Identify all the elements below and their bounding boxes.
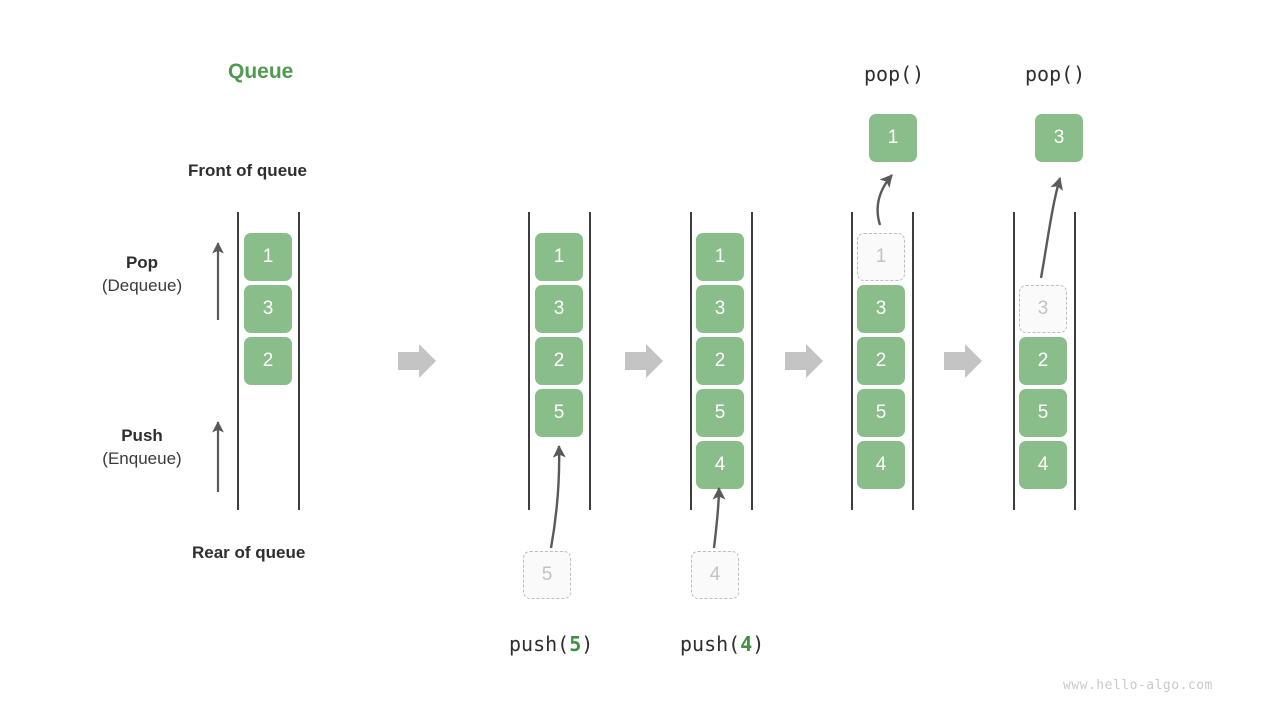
caption-pop-2: pop() xyxy=(1025,62,1086,86)
rail-left-stage-2 xyxy=(528,212,530,510)
queue-element: 3 xyxy=(696,285,744,333)
incoming-element-ghost: 5 xyxy=(523,551,571,599)
watermark: www.hello-algo.com xyxy=(1063,678,1213,693)
push-legend: Push (Enqueue) xyxy=(57,425,227,471)
rail-left-stage-1 xyxy=(237,212,239,510)
removed-element-ghost: 1 xyxy=(857,233,905,281)
queue-element: 5 xyxy=(1019,389,1067,437)
queue-element: 3 xyxy=(857,285,905,333)
rear-of-queue-label: Rear of queue xyxy=(192,543,306,562)
caption-pop-1: pop() xyxy=(864,62,925,86)
queue-element: 5 xyxy=(857,389,905,437)
queue-element: 2 xyxy=(535,337,583,385)
queue-element: 2 xyxy=(857,337,905,385)
push-motion-arrow xyxy=(712,487,726,549)
queue-element: 1 xyxy=(535,233,583,281)
queue-element: 3 xyxy=(244,285,292,333)
caption-push-4: push(4) xyxy=(680,632,765,656)
queue-element: 1 xyxy=(244,233,292,281)
push-legend-subtitle: (Enqueue) xyxy=(102,449,182,468)
rail-left-stage-4 xyxy=(851,212,853,510)
queue-element: 2 xyxy=(244,337,292,385)
queue-element: 5 xyxy=(535,389,583,437)
caption-push-5: push(5) xyxy=(509,632,594,656)
pop-motion-arrow xyxy=(876,174,893,226)
queue-element: 3 xyxy=(535,285,583,333)
rail-left-stage-3 xyxy=(690,212,692,510)
rail-right-stage-5 xyxy=(1074,212,1076,510)
pop-legend-title: Pop xyxy=(125,253,159,272)
queue-element: 2 xyxy=(1019,337,1067,385)
page-title: Queue xyxy=(228,60,294,83)
popped-element: 1 xyxy=(869,114,917,162)
push-legend-title: Push xyxy=(121,426,163,445)
pop-legend: Pop (Dequeue) xyxy=(57,252,227,298)
popped-element: 3 xyxy=(1035,114,1083,162)
queue-element: 1 xyxy=(696,233,744,281)
rail-right-stage-2 xyxy=(589,212,591,510)
rail-left-stage-5 xyxy=(1013,212,1015,510)
removed-element-ghost: 3 xyxy=(1019,285,1067,333)
incoming-element-ghost: 4 xyxy=(691,551,739,599)
transition-arrow xyxy=(398,344,436,378)
queue-element: 4 xyxy=(857,441,905,489)
transition-arrow xyxy=(625,344,663,378)
queue-element: 4 xyxy=(1019,441,1067,489)
transition-arrow xyxy=(785,344,823,378)
queue-element: 4 xyxy=(696,441,744,489)
pop-motion-arrow xyxy=(1039,177,1063,279)
front-of-queue-label: Front of queue xyxy=(188,161,307,180)
queue-element: 5 xyxy=(696,389,744,437)
rail-right-stage-3 xyxy=(751,212,753,510)
rail-right-stage-4 xyxy=(912,212,914,510)
push-motion-arrow xyxy=(549,445,566,549)
rail-right-stage-1 xyxy=(298,212,300,510)
queue-element: 2 xyxy=(696,337,744,385)
pop-legend-subtitle: (Dequeue) xyxy=(101,276,183,295)
transition-arrow xyxy=(944,344,982,378)
